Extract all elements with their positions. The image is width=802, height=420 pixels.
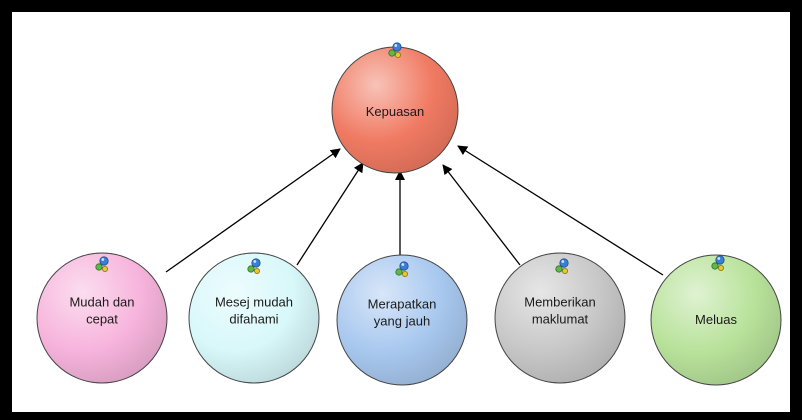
- edge-mesej-mudah-difahami-to-kepuasan: [296, 162, 364, 266]
- edge-mudah-dan-cepat-to-kepuasan: [165, 148, 341, 273]
- network-nodes-icon: [388, 42, 402, 58]
- node-meluas-label: Meluas: [695, 312, 737, 327]
- node-kepuasan[interactable]: Kepuasan: [331, 42, 459, 174]
- node-kepuasan-label: Kepuasan: [366, 104, 425, 119]
- edge-meluas-to-kepuasan: [457, 145, 664, 276]
- network-nodes-icon: [711, 255, 725, 271]
- node-meluas[interactable]: Meluas: [650, 254, 782, 386]
- node-mesej-mudah-difahami-circle: [188, 252, 320, 384]
- node-merapatkan-yang-jauh-circle: [336, 254, 468, 386]
- edge-memberikan-maklumat-to-kepuasan: [442, 164, 521, 266]
- node-meluas-circle: [650, 254, 782, 386]
- edges: [165, 145, 664, 276]
- network-nodes-icon: [395, 261, 409, 277]
- network-nodes-icon: [95, 256, 109, 272]
- node-memberikan-maklumat-circle: [494, 252, 626, 384]
- network-nodes-icon: [247, 258, 261, 274]
- node-mudah-dan-cepat-circle: [36, 252, 168, 384]
- network-nodes-icon: [555, 258, 569, 274]
